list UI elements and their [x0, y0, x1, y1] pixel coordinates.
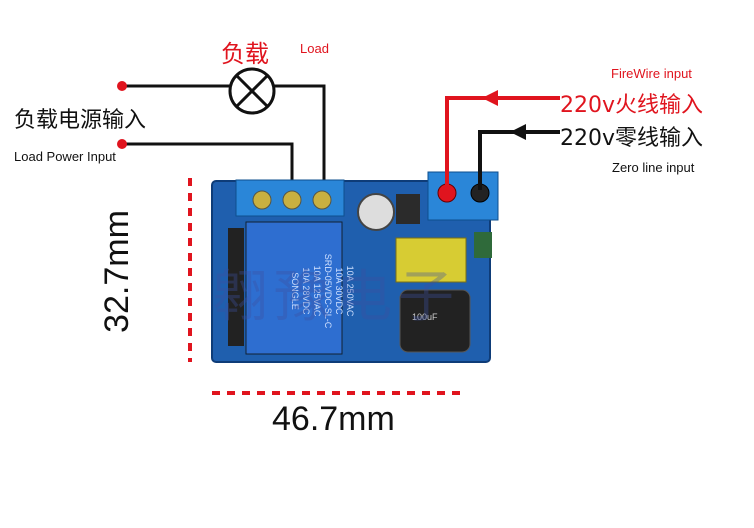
firewire-label-en: FireWire input [611, 66, 692, 81]
load-power-dot [117, 139, 127, 149]
live-wire [445, 96, 560, 190]
neutral-wire [478, 130, 560, 190]
width-dimension-label: 46.7mm [272, 400, 395, 438]
neutral-arrow-icon [510, 124, 526, 140]
pcb-board [211, 171, 499, 363]
neutral-label-cn: 220v零线输入 [560, 126, 704, 151]
zero-label-en: Zero line input [612, 160, 695, 175]
load-label-en: Load [300, 41, 329, 56]
height-dimension-label: 32.7mm [97, 210, 136, 333]
capacitor-label: 100uF [412, 312, 438, 322]
live-arrow-icon [482, 90, 498, 106]
load-label-cn: 负载 [221, 40, 269, 68]
load-wire-dot-top [117, 81, 127, 91]
load-power-label-cn: 负载电源输入 [14, 108, 147, 133]
live-label-cn: 220v火线输入 [560, 93, 704, 118]
load-lamp-icon [228, 67, 276, 115]
load-power-label-en: Load Power Input [14, 149, 116, 164]
watermark: 翱豫电子 [212, 265, 460, 330]
